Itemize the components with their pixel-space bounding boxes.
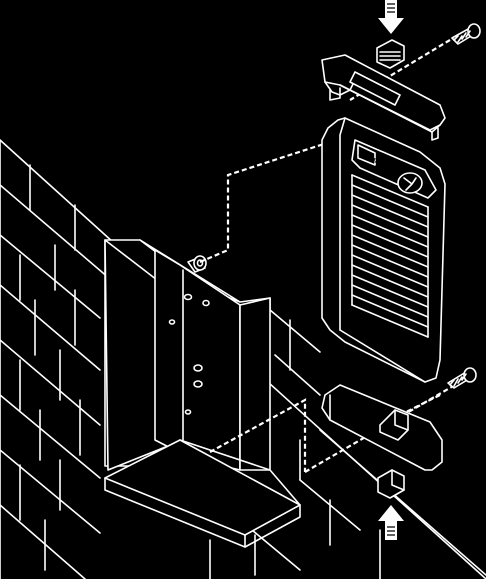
- top-screw: [451, 23, 481, 45]
- bottom-screw: [447, 367, 477, 389]
- mounting-bracket: [104, 239, 301, 548]
- top-cap: [321, 54, 446, 141]
- keypad-grille: [351, 174, 429, 338]
- down-arrow: [378, 0, 404, 34]
- up-arrow: [378, 505, 404, 540]
- alignment-lines: [199, 39, 456, 473]
- top-insert-clip: [376, 39, 405, 69]
- bottom-cap: [321, 384, 443, 471]
- keypad-housing: LIFTMASTER: [321, 117, 446, 383]
- wall-anchor: [187, 255, 207, 273]
- bottom-insert-clip: [377, 469, 405, 499]
